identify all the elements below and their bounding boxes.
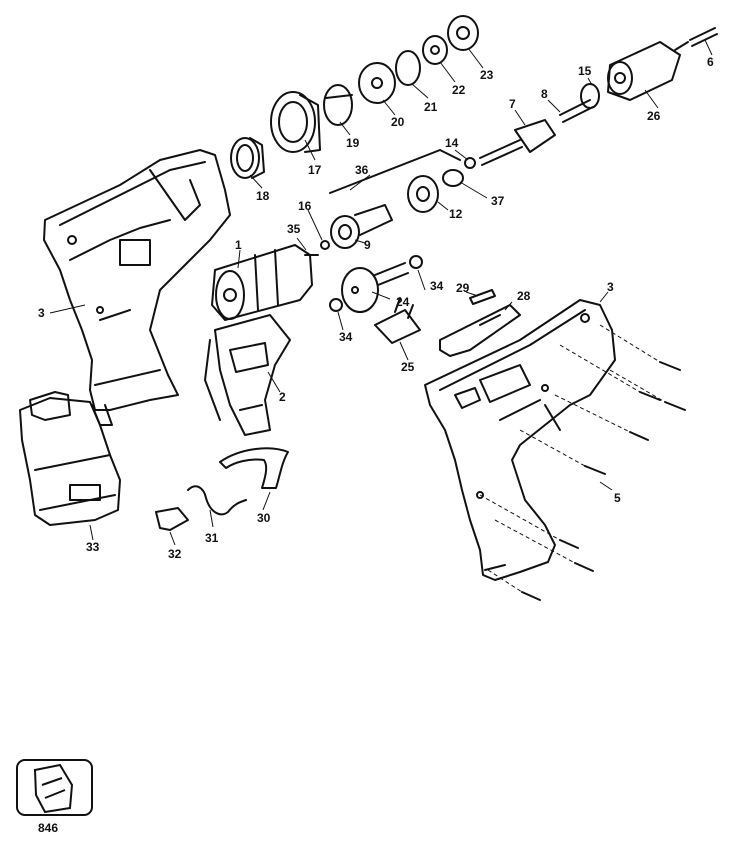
label-part-36: 36 bbox=[355, 163, 369, 177]
parts-bag-icon bbox=[16, 759, 93, 816]
motor-assembly bbox=[211, 244, 319, 321]
label-part-18: 18 bbox=[256, 189, 270, 203]
label-part-846: 846 bbox=[38, 821, 59, 835]
spindle-7 bbox=[479, 119, 556, 166]
spring-8 bbox=[559, 99, 594, 123]
label-part-16: 16 bbox=[298, 199, 312, 213]
gear-12 bbox=[407, 175, 439, 213]
label-part-29: 29 bbox=[456, 281, 470, 295]
cover-28 bbox=[439, 304, 521, 357]
label-part-9: 9 bbox=[364, 238, 371, 252]
label-part-33: 33 bbox=[86, 540, 100, 554]
screws-5 bbox=[521, 361, 686, 601]
ring-gear-17 bbox=[270, 91, 321, 153]
nut-34-upper bbox=[409, 255, 423, 269]
label-part-3-left: 3 bbox=[38, 306, 45, 320]
label-part-21: 21 bbox=[424, 100, 438, 114]
washer-23 bbox=[447, 15, 479, 51]
battery-pack bbox=[19, 391, 121, 526]
washer-20 bbox=[358, 62, 396, 104]
label-part-12: 12 bbox=[449, 207, 463, 221]
label-part-25: 25 bbox=[401, 360, 415, 374]
label-part-37: 37 bbox=[491, 194, 505, 208]
label-part-5: 5 bbox=[614, 491, 621, 505]
label-part-3-right: 3 bbox=[607, 280, 614, 294]
label-part-2: 2 bbox=[279, 390, 286, 404]
planet-carrier-9 bbox=[330, 204, 393, 249]
label-part-8: 8 bbox=[541, 87, 548, 101]
label-part-14: 14 bbox=[445, 136, 459, 150]
switch-assembly bbox=[204, 314, 291, 436]
screw-6 bbox=[689, 27, 718, 47]
nut-34-lower bbox=[329, 298, 343, 312]
trigger-spring bbox=[219, 447, 289, 489]
right-housing bbox=[424, 299, 616, 581]
label-part-6: 6 bbox=[707, 55, 714, 69]
label-part-35: 35 bbox=[287, 222, 301, 236]
label-part-7: 7 bbox=[509, 97, 516, 111]
label-part-32: 32 bbox=[168, 547, 182, 561]
label-part-31: 31 bbox=[205, 531, 219, 545]
label-part-15: 15 bbox=[578, 64, 592, 78]
label-part-24: 24 bbox=[396, 295, 410, 309]
slider-29 bbox=[469, 289, 496, 305]
bracket-36 bbox=[329, 149, 461, 194]
label-part-30: 30 bbox=[257, 511, 271, 525]
washer-15 bbox=[580, 83, 600, 109]
gear-24 bbox=[341, 262, 409, 313]
left-housing bbox=[43, 149, 231, 426]
label-part-23: 23 bbox=[480, 68, 494, 82]
label-part-17: 17 bbox=[308, 163, 322, 177]
clip-21 bbox=[395, 50, 421, 86]
label-part-26: 26 bbox=[647, 109, 661, 123]
washer-37 bbox=[442, 169, 464, 187]
label-part-34-lower: 34 bbox=[339, 330, 353, 344]
label-part-22: 22 bbox=[452, 83, 466, 97]
rubber-pad bbox=[155, 507, 189, 531]
chuck-26 bbox=[607, 41, 689, 101]
ball-16 bbox=[320, 240, 330, 250]
label-part-19: 19 bbox=[346, 136, 360, 150]
label-part-20: 20 bbox=[391, 115, 405, 129]
label-part-1: 1 bbox=[235, 238, 242, 252]
washer-22 bbox=[422, 35, 448, 65]
nut-14 bbox=[464, 157, 476, 169]
ring-18 bbox=[230, 137, 265, 179]
switch-lever-25 bbox=[374, 297, 421, 344]
wire-spring bbox=[187, 485, 247, 516]
label-part-28: 28 bbox=[517, 289, 531, 303]
label-part-34-upper: 34 bbox=[430, 279, 444, 293]
ring-19 bbox=[323, 84, 353, 126]
